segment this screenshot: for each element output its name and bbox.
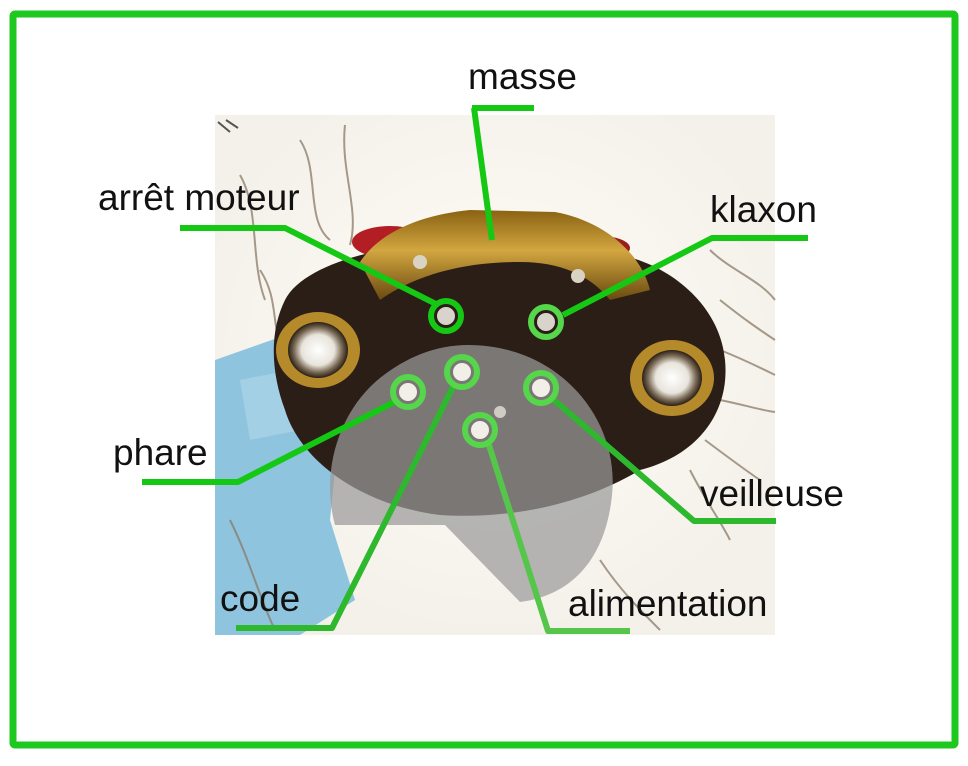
label-masse: masse <box>468 56 577 97</box>
leader-veilleuse <box>552 397 776 524</box>
leader-klaxon <box>561 235 808 318</box>
connector-photo <box>215 115 776 635</box>
ring-arret-moteur <box>428 298 464 334</box>
leader-code <box>236 383 457 631</box>
outer-border <box>9 10 959 749</box>
ring-veilleuse <box>523 370 559 406</box>
brass-plate <box>360 210 650 300</box>
translucent-overlay <box>330 345 613 602</box>
leader-arret-moteur <box>180 225 440 308</box>
label-alimentation: alimentation <box>568 583 768 624</box>
label-klaxon: klaxon <box>710 189 817 230</box>
pin-rings <box>390 298 564 448</box>
label-arret-moteur: arrêt moteur <box>98 177 300 218</box>
leader-alimentation <box>485 441 630 634</box>
ring-klaxon <box>528 304 564 340</box>
leader-lines <box>142 105 808 634</box>
ring-code <box>444 354 480 390</box>
leader-masse-down <box>471 107 495 241</box>
label-phare: phare <box>113 432 208 473</box>
ring-alimentation <box>462 412 498 448</box>
label-code: code <box>220 578 301 619</box>
ring-phare <box>390 374 426 410</box>
leader-phare <box>142 397 400 485</box>
label-veilleuse: veilleuse <box>700 473 844 514</box>
